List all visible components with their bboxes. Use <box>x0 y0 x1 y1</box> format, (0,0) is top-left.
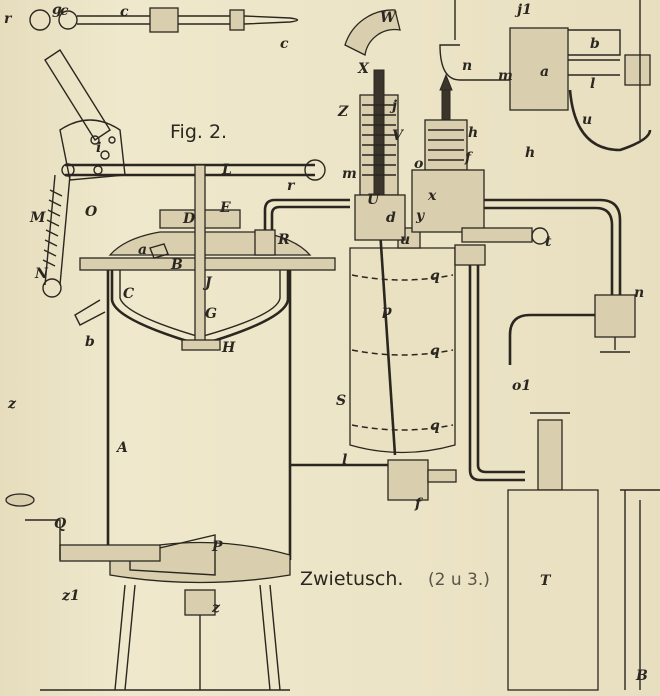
part-label: t <box>545 234 552 250</box>
figure-title: Fig. 2. <box>170 121 227 143</box>
part-label: b <box>590 36 600 52</box>
part-label: r <box>4 11 13 27</box>
part-label: C <box>123 286 134 302</box>
part-label: Q <box>54 516 66 532</box>
part-label: o <box>414 156 423 172</box>
part-label: j1 <box>514 2 532 18</box>
part-label: z <box>211 600 221 616</box>
part-label: L <box>221 162 232 178</box>
part-label: V <box>392 128 405 144</box>
part-label: S <box>336 393 346 409</box>
part-label: x <box>427 188 437 204</box>
part-label: f <box>464 150 474 166</box>
part-label: n <box>634 285 644 301</box>
part-label: l <box>342 452 347 468</box>
part-label: J <box>202 275 213 291</box>
part-label: h <box>525 145 535 161</box>
part-label: T <box>540 573 552 589</box>
part-label: h <box>468 125 478 141</box>
part-label: m <box>498 68 513 84</box>
part-label: u <box>400 232 410 248</box>
part-label: p <box>382 303 392 319</box>
part-label: r <box>287 178 296 194</box>
part-label: A <box>115 440 128 456</box>
part-label: g <box>52 2 62 18</box>
base-P <box>5 493 291 691</box>
part-label: O <box>85 204 98 220</box>
part-label: j <box>389 98 397 114</box>
part-label: d <box>386 210 396 226</box>
right-edge-device <box>620 489 660 690</box>
part-label: R <box>277 232 290 248</box>
tank-T <box>507 412 599 691</box>
pipe-o1 <box>484 198 622 295</box>
part-label: y <box>415 208 425 224</box>
bar-L <box>65 163 315 177</box>
part-label: B <box>635 668 648 684</box>
part-label: H <box>221 340 236 356</box>
valve-W <box>344 9 406 241</box>
pipe-T <box>468 265 525 482</box>
key-lever <box>29 7 299 33</box>
part-label: i <box>96 140 101 156</box>
part-label: q <box>430 418 440 434</box>
part-label: m <box>342 166 357 182</box>
assembly-a <box>439 0 652 152</box>
part-label: B <box>170 257 183 273</box>
part-label: q <box>430 343 440 359</box>
author-note: (2 u 3.) <box>428 570 490 590</box>
part-label: a <box>138 242 147 258</box>
part-label: c <box>120 4 129 20</box>
part-label: N <box>34 266 49 282</box>
part-label: b <box>85 334 95 350</box>
part-label: z <box>7 396 17 412</box>
part-label: a <box>540 64 549 80</box>
valve-h <box>411 73 549 266</box>
part-label: W <box>380 10 397 26</box>
author-name: Zwietusch. <box>300 568 403 590</box>
part-label: c <box>60 3 69 19</box>
part-label: n <box>462 58 472 74</box>
part-label: U <box>367 192 380 208</box>
pot-A <box>74 164 336 560</box>
part-label: o1 <box>512 378 531 394</box>
bar-pulley <box>304 159 326 181</box>
part-label: D <box>182 211 196 227</box>
pipe-r <box>263 198 350 230</box>
part-label: l <box>590 76 595 92</box>
part-label: q <box>430 268 440 284</box>
part-label: Z <box>337 104 349 120</box>
part-label: z1 <box>61 588 80 604</box>
part-label: u <box>582 112 592 128</box>
part-label: P <box>211 539 223 555</box>
part-label: c <box>280 36 289 52</box>
part-label: M <box>29 210 46 226</box>
part-label: G <box>205 306 217 322</box>
spring-lever <box>42 49 126 298</box>
cylinder-S <box>349 227 457 501</box>
valve-n <box>508 294 636 365</box>
part-label: X <box>357 61 370 77</box>
part-label: f <box>414 496 424 512</box>
part-label: E <box>219 200 231 216</box>
